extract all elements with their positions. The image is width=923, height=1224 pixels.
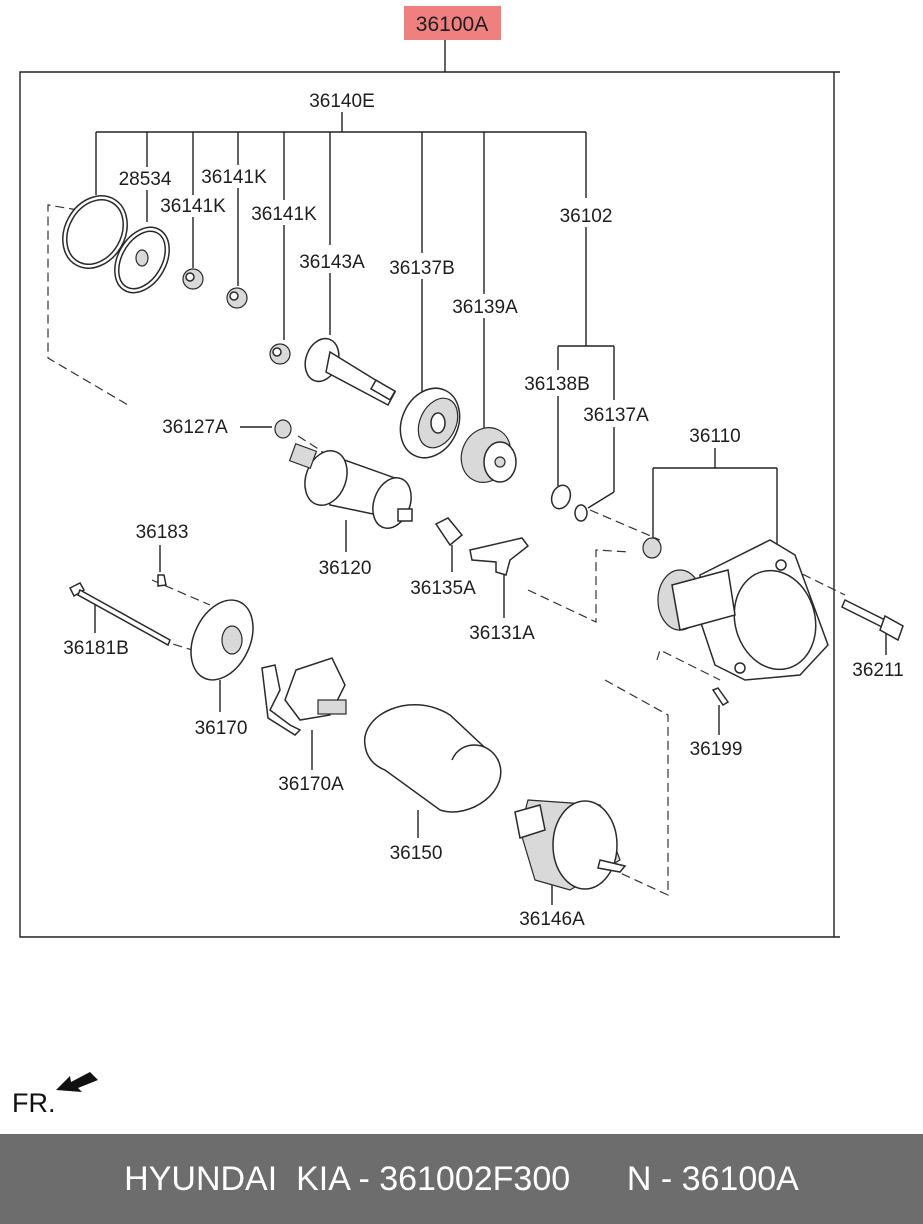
footer-text: HYUNDAI KIA - 361002F300 N - 36100A <box>124 1159 799 1198</box>
bushing[interactable] <box>642 537 662 559</box>
label-36141K-a[interactable]: 36141K <box>201 167 267 188</box>
stop-ring[interactable] <box>548 483 573 512</box>
planet-gear-3[interactable] <box>269 343 291 365</box>
shift-lever[interactable] <box>469 537 530 576</box>
label-36141K-b[interactable]: 36141K <box>160 196 226 217</box>
screw[interactable] <box>711 687 730 707</box>
plunger[interactable] <box>434 517 464 547</box>
small-screw[interactable] <box>157 574 167 587</box>
label-36135A[interactable]: 36135A <box>410 578 476 599</box>
planet-gear-1[interactable] <box>182 268 204 290</box>
label-36140E[interactable]: 36140E <box>309 91 375 112</box>
label-36141K-c[interactable]: 36141K <box>251 204 317 225</box>
internal-gear[interactable] <box>389 379 470 468</box>
brush-holder[interactable] <box>261 657 347 736</box>
planet-shaft[interactable] <box>299 334 397 407</box>
label-36139A[interactable]: 36139A <box>452 297 518 318</box>
label-36181B[interactable]: 36181B <box>63 638 129 659</box>
armature[interactable] <box>514 799 627 891</box>
assembly-part-number[interactable]: 36100A <box>416 13 488 36</box>
label-36143A[interactable]: 36143A <box>299 252 365 273</box>
label-28534[interactable]: 28534 <box>119 169 172 190</box>
assembly-badge[interactable] <box>404 6 501 40</box>
front-arrow-icon <box>56 1072 98 1092</box>
mounting-bolt[interactable] <box>841 598 904 642</box>
diagram-frame <box>19 71 840 938</box>
orientation-label: FR. <box>12 1088 56 1118</box>
label-36120[interactable]: 36120 <box>319 558 372 579</box>
label-36137B[interactable]: 36137B <box>389 258 455 279</box>
label-36146A[interactable]: 36146A <box>519 909 585 930</box>
label-36138B[interactable]: 36138B <box>524 374 590 395</box>
label-36137A[interactable]: 36137A <box>583 405 649 426</box>
through-bolt[interactable] <box>68 582 171 647</box>
label-36131A[interactable]: 36131A <box>469 623 535 644</box>
label-36211[interactable]: 36211 <box>852 660 903 681</box>
snap-ring[interactable] <box>574 504 588 522</box>
washer[interactable] <box>274 419 292 439</box>
label-36183[interactable]: 36183 <box>136 522 189 543</box>
label-36127A[interactable]: 36127A <box>162 417 228 438</box>
label-36102[interactable]: 36102 <box>560 206 613 227</box>
label-36199[interactable]: 36199 <box>690 739 743 760</box>
parts-diagram: 36100A <box>19 6 904 938</box>
planet-gear-2[interactable] <box>226 287 248 309</box>
rear-cover[interactable] <box>179 590 265 690</box>
label-36170[interactable]: 36170 <box>195 718 248 739</box>
yoke[interactable] <box>364 704 502 813</box>
label-36170A[interactable]: 36170A <box>278 774 344 795</box>
solenoid[interactable] <box>288 443 418 534</box>
label-36110[interactable]: 36110 <box>689 426 740 447</box>
footer-bar: HYUNDAI KIA - 361002F300 N - 36100A <box>0 1134 923 1224</box>
label-36150[interactable]: 36150 <box>390 843 443 864</box>
front-housing[interactable] <box>657 539 829 681</box>
pinion-gear[interactable] <box>452 419 519 490</box>
